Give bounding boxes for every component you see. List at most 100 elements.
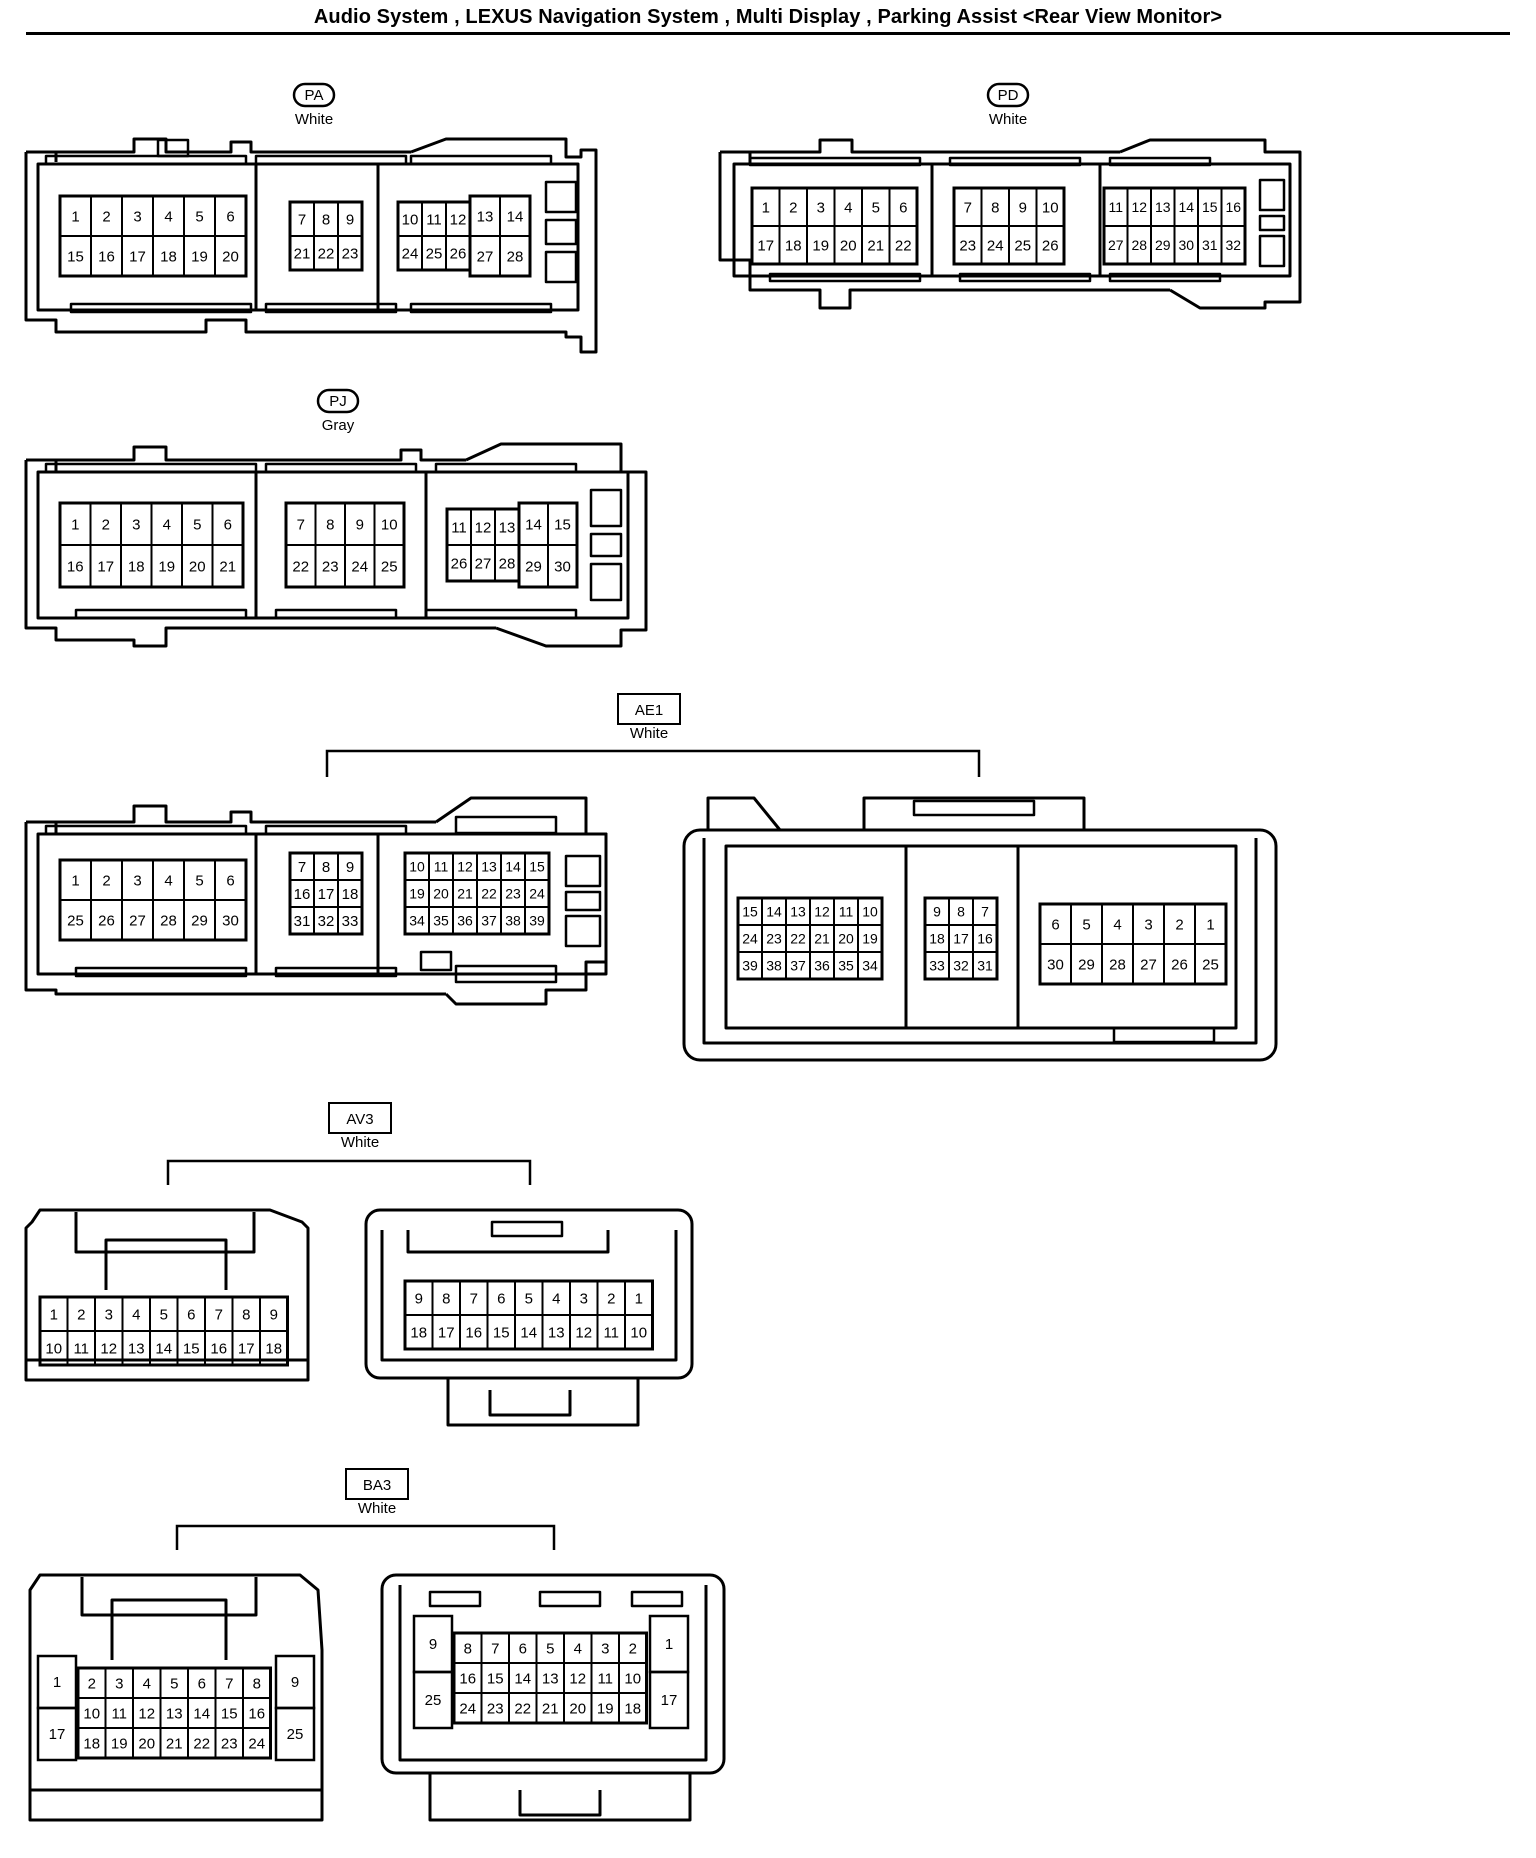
pin-number: 15 bbox=[67, 248, 84, 265]
housing-latch-AV3-left bbox=[104, 1238, 228, 1290]
pin-number: 17 bbox=[49, 1726, 66, 1743]
housing-slot bbox=[948, 156, 1082, 167]
pin-number: 17 bbox=[438, 1324, 455, 1341]
housing-bottom-BA3-right bbox=[428, 1773, 692, 1822]
pin-number: 11 bbox=[597, 1670, 613, 1687]
pin-number: 6 bbox=[226, 872, 234, 889]
pin-number: 14 bbox=[520, 1324, 537, 1341]
pin-number: 22 bbox=[292, 558, 309, 575]
pin-number: 18 bbox=[410, 1324, 427, 1341]
pin-number: 21 bbox=[219, 558, 236, 575]
pin-cell bbox=[888, 225, 918, 265]
pin-number: 14 bbox=[505, 859, 521, 875]
pin-number: 37 bbox=[790, 958, 806, 974]
title-rule bbox=[26, 32, 1510, 35]
pin-number: 13 bbox=[477, 208, 494, 225]
pin-number: 9 bbox=[933, 904, 941, 920]
pin-number: 7 bbox=[297, 516, 305, 533]
pin-number: 6 bbox=[497, 1290, 505, 1307]
housing-slot bbox=[454, 964, 558, 984]
connector-code: AE1 bbox=[635, 702, 663, 719]
housing-top-AV3-right bbox=[406, 1230, 610, 1254]
pin-number: 24 bbox=[529, 886, 545, 902]
pin-number: 7 bbox=[225, 1675, 233, 1692]
pin-number: 9 bbox=[415, 1290, 423, 1307]
pin-number: 29 bbox=[525, 558, 542, 575]
pin-number: 15 bbox=[493, 1324, 510, 1341]
pin-number: 11 bbox=[434, 859, 449, 875]
pin-number: 8 bbox=[253, 1675, 261, 1692]
pin-number: 22 bbox=[895, 237, 912, 254]
pin-number: 32 bbox=[1225, 237, 1241, 253]
pin-number: 9 bbox=[429, 1636, 437, 1653]
pin-number: 25 bbox=[1202, 956, 1219, 973]
pin-number: 19 bbox=[191, 248, 208, 265]
pin-number: 31 bbox=[977, 958, 993, 974]
housing-slot bbox=[454, 815, 558, 835]
pin-cell bbox=[36, 1706, 78, 1762]
pin-number: 14 bbox=[193, 1705, 210, 1722]
housing-slot bbox=[69, 302, 253, 314]
pin-cell bbox=[624, 1314, 654, 1350]
pin-number: 13 bbox=[166, 1705, 183, 1722]
pin-number: 22 bbox=[193, 1735, 210, 1752]
pin-number: 17 bbox=[238, 1340, 255, 1357]
pin-number: 11 bbox=[603, 1324, 619, 1341]
pin-number: 26 bbox=[450, 245, 467, 262]
pin-number: 25 bbox=[381, 558, 398, 575]
pin-number: 2 bbox=[629, 1640, 637, 1657]
housing-slot bbox=[74, 608, 248, 620]
pin-number: 35 bbox=[838, 958, 854, 974]
pin-number: 28 bbox=[160, 912, 177, 929]
housing-slot bbox=[254, 154, 408, 166]
pin-number: 21 bbox=[294, 245, 311, 262]
pin-number: 29 bbox=[1078, 956, 1095, 973]
housing-slot bbox=[44, 154, 248, 166]
pin-number: 31 bbox=[294, 913, 311, 930]
pin-number: 10 bbox=[83, 1705, 100, 1722]
pin-number: 17 bbox=[661, 1692, 678, 1709]
pin-number: 5 bbox=[525, 1290, 533, 1307]
pin-number: 19 bbox=[111, 1735, 128, 1752]
pin-number: 19 bbox=[158, 558, 175, 575]
pin-number: 3 bbox=[580, 1290, 588, 1307]
pin-number: 27 bbox=[475, 555, 492, 572]
pin-number: 19 bbox=[597, 1700, 614, 1717]
pin-number: 1 bbox=[53, 1674, 61, 1691]
pin-number: 22 bbox=[318, 245, 335, 262]
pin-number: 17 bbox=[953, 931, 969, 947]
housing-slot bbox=[1108, 156, 1212, 167]
housing-slot bbox=[564, 914, 602, 948]
pin-number: 25 bbox=[287, 1726, 304, 1743]
connector-color: White bbox=[630, 725, 668, 742]
pin-number: 15 bbox=[554, 516, 571, 533]
pin-number: 10 bbox=[381, 516, 398, 533]
pin-number: 7 bbox=[298, 859, 306, 876]
pin-number: 12 bbox=[138, 1705, 155, 1722]
pin-number: 23 bbox=[221, 1735, 238, 1752]
pin-number: 8 bbox=[442, 1290, 450, 1307]
pin-number: 3 bbox=[601, 1640, 609, 1657]
pin-number: 16 bbox=[248, 1705, 265, 1722]
pin-number: 10 bbox=[624, 1670, 641, 1687]
pin-number: 17 bbox=[129, 248, 146, 265]
housing-latch-BA3-left bbox=[110, 1598, 228, 1660]
pin-number: 17 bbox=[318, 886, 335, 903]
connector-color: White bbox=[341, 1134, 379, 1151]
pin-number: 4 bbox=[163, 516, 171, 533]
pin-number: 21 bbox=[457, 886, 473, 902]
housing-slot bbox=[544, 180, 578, 214]
pin-number: 6 bbox=[187, 1306, 195, 1323]
pin-number: 16 bbox=[67, 558, 84, 575]
pin-number: 37 bbox=[481, 913, 497, 929]
pin-number: 25 bbox=[425, 1692, 442, 1709]
connector-color: White bbox=[295, 111, 333, 128]
housing-hood-PA bbox=[410, 137, 598, 354]
housing-outline-PD bbox=[750, 138, 1120, 154]
pin-number: 7 bbox=[298, 211, 306, 228]
pin-number: 24 bbox=[742, 931, 758, 947]
